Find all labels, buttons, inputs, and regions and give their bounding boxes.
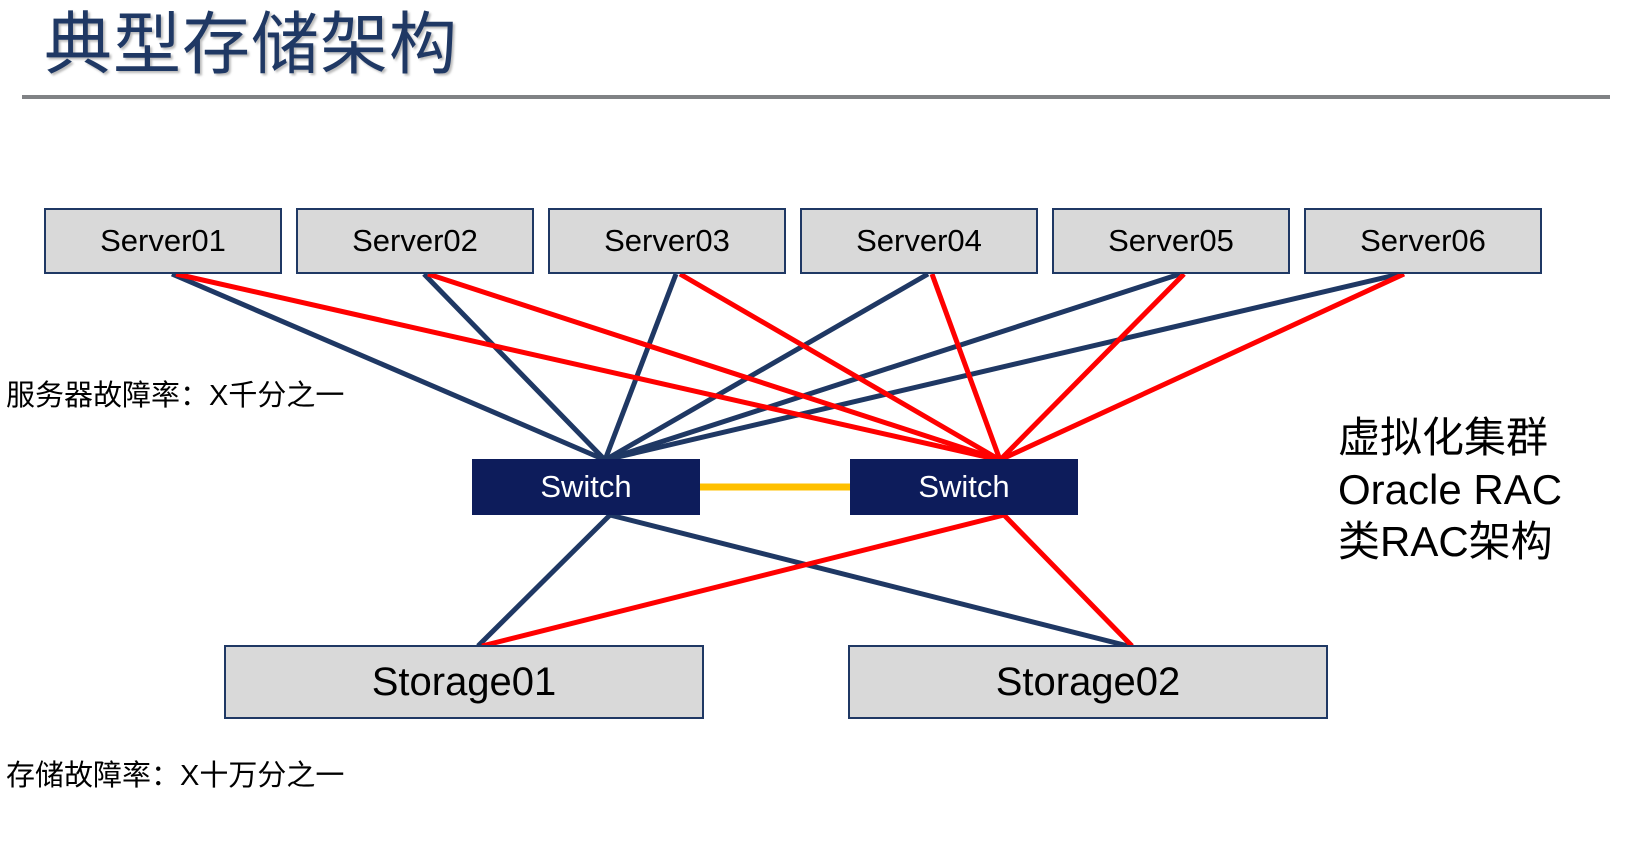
link-switch-right-storage02 — [1002, 513, 1134, 648]
link-switch-right-storage01 — [481, 512, 1005, 649]
title-divider — [22, 95, 1610, 99]
cluster-note-line-1: 虚拟化集群 — [1338, 414, 1549, 461]
link-server04-switch-right — [929, 273, 1003, 461]
storage-label-01: Storage01 — [371, 659, 557, 704]
link-server03-switch-left — [602, 273, 679, 461]
link-server04-switch-left — [603, 271, 930, 463]
server-node-03[interactable]: Server03 — [548, 208, 786, 274]
switch-label-right: Switch — [918, 469, 1010, 504]
storage-failure-rate-note: 存储故障率：X十万分之一 — [6, 760, 345, 792]
link-server05-switch-right — [998, 272, 1186, 462]
switch-label-left: Switch — [540, 469, 632, 504]
server-node-04[interactable]: Server04 — [800, 208, 1038, 274]
link-server05-switch-left — [604, 271, 1181, 463]
switch-node-right[interactable]: Switch — [850, 459, 1078, 515]
page-title: 典型存储架构 — [44, 7, 459, 83]
server-node-02[interactable]: Server02 — [296, 208, 534, 274]
link-server06-switch-left — [604, 271, 1401, 463]
server-label-05: Server05 — [1108, 223, 1234, 258]
cluster-note-line-2: Oracle RAC — [1338, 466, 1563, 513]
server-label-06: Server06 — [1360, 223, 1486, 258]
server-label-01: Server01 — [100, 223, 226, 258]
storage-node-02[interactable]: Storage02 — [848, 645, 1328, 719]
link-switch-left-storage01 — [476, 513, 612, 648]
links-servers-to-switch-left — [171, 271, 1401, 463]
server-node-05[interactable]: Server05 — [1052, 208, 1290, 274]
cluster-note: 虚拟化集群 Oracle RAC 类RAC架构 — [1338, 412, 1562, 568]
server-label-04: Server04 — [856, 223, 982, 258]
storage-label-02: Storage02 — [995, 659, 1181, 704]
switch-node-left[interactable]: Switch — [472, 459, 700, 515]
link-server02-switch-right — [427, 271, 1001, 463]
server-label-02: Server02 — [352, 223, 478, 258]
link-server01-switch-right — [175, 271, 1001, 463]
links-switches-to-storages — [476, 512, 1134, 649]
link-server06-switch-right — [998, 271, 1406, 463]
links-servers-to-switch-right — [175, 271, 1406, 463]
server-node-06[interactable]: Server06 — [1304, 208, 1542, 274]
link-server03-switch-right — [678, 271, 1002, 463]
link-server02-switch-left — [422, 272, 607, 462]
link-switch-left-storage02 — [609, 512, 1129, 649]
server-node-01[interactable]: Server01 — [44, 208, 282, 274]
server-failure-rate-note: 服务器故障率：X千分之一 — [6, 380, 345, 412]
link-server01-switch-left — [171, 271, 606, 463]
cluster-note-line-3: 类RAC架构 — [1338, 518, 1553, 565]
storage-node-01[interactable]: Storage01 — [224, 645, 704, 719]
server-label-03: Server03 — [604, 223, 730, 258]
